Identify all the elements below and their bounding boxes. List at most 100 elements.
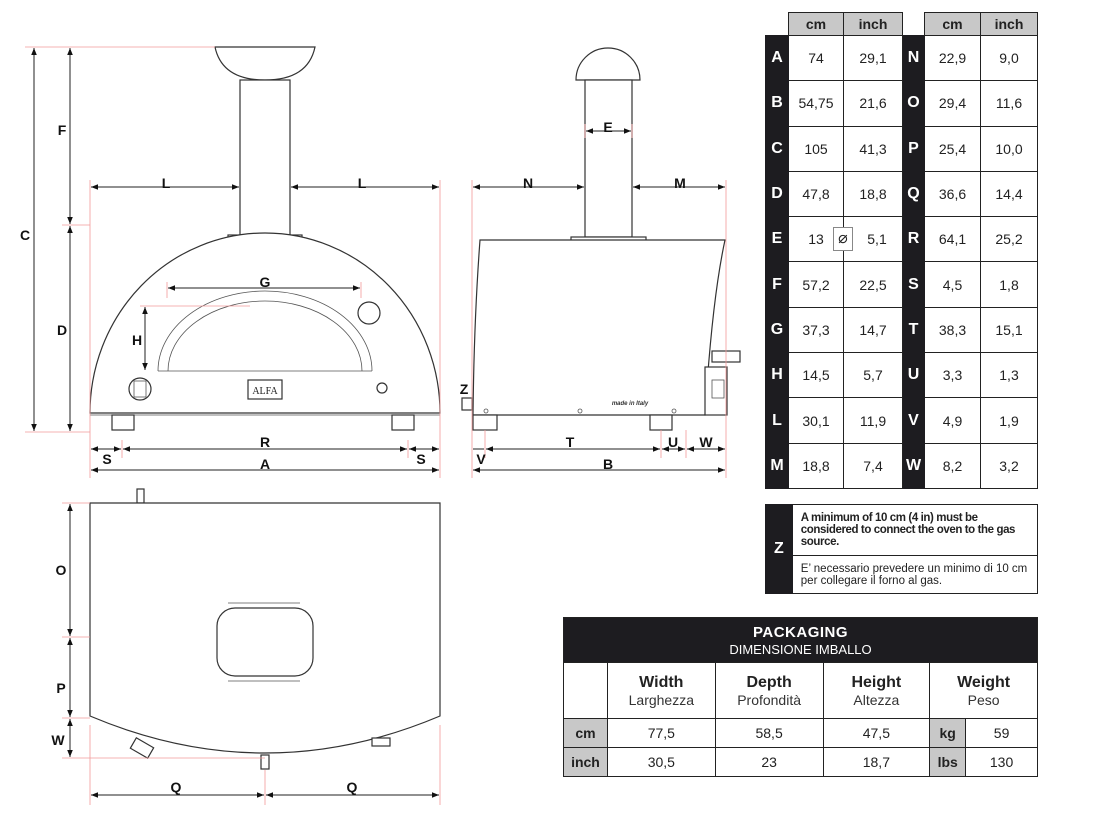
dimension-letter: L xyxy=(765,397,789,444)
dimension-letter: S xyxy=(902,261,925,308)
col-depth-it: Profondità xyxy=(737,691,802,708)
dim-label-d: D xyxy=(57,322,67,338)
dim-label-l: L xyxy=(358,175,367,191)
dimension-inch: 1,9 xyxy=(980,397,1038,444)
header-cm: cm xyxy=(924,12,981,36)
width-value: 77,5 xyxy=(606,718,716,748)
header-cm: cm xyxy=(788,12,844,36)
packaging-row-inch: inch 30,5 23 18,7 lbs 130 xyxy=(563,747,1038,777)
dimension-cm: 54,75 xyxy=(788,80,844,127)
diameter-icon: ⌀ xyxy=(833,227,853,252)
dim-label-u: U xyxy=(668,434,678,450)
dimension-letter: A xyxy=(765,34,789,82)
dimension-inch: 41,3 xyxy=(843,125,903,172)
dimension-cm: 30,1 xyxy=(788,397,844,444)
note-english: A minimum of 10 cm (4 in) must be consid… xyxy=(791,503,1039,557)
dimension-letter: H xyxy=(765,352,789,399)
dim-label-z: Z xyxy=(460,381,469,397)
height-value: 18,7 xyxy=(822,747,931,777)
dimension-cm: 22,9 xyxy=(924,34,981,82)
gas-connection-note: Z A minimum of 10 cm (4 in) must be cons… xyxy=(765,503,1039,594)
dim-label-a: A xyxy=(260,456,270,472)
dimension-inch: 22,5 xyxy=(843,261,903,308)
header-inch: inch xyxy=(980,12,1038,36)
dimension-letter: O xyxy=(902,80,925,127)
dimension-cm: 47,8 xyxy=(788,170,844,218)
dimension-cm: 29,4 xyxy=(924,80,981,127)
dimension-cm: 18,8 xyxy=(788,442,844,489)
dim-label-t: T xyxy=(566,434,575,450)
dim-label-p: P xyxy=(56,680,65,696)
dimension-letter: N xyxy=(902,34,925,82)
dim-label-g: G xyxy=(260,274,271,290)
made-in-italy-stamp: made in Italy xyxy=(612,401,649,407)
col-weight-it: Peso xyxy=(967,691,1000,708)
dimension-cm: 37,3 xyxy=(788,306,844,354)
dimension-letter: T xyxy=(902,306,925,354)
weight-unit: kg xyxy=(929,718,967,748)
side-view: made in Italy E N M Z V T U W B xyxy=(460,47,741,478)
depth-value: 23 xyxy=(714,747,824,777)
dimension-inch: 3,2 xyxy=(980,442,1038,489)
dimension-letter: E xyxy=(765,216,789,263)
packaging-row-cm: cm 77,5 58,5 47,5 kg 59 xyxy=(563,718,1038,748)
weight-unit: lbs xyxy=(929,747,967,777)
dimension-inch: 29,1 xyxy=(843,34,903,82)
dimension-cm: 57,2 xyxy=(788,261,844,308)
dimension-inch: 25,2 xyxy=(980,216,1038,263)
dimension-letter: D xyxy=(765,170,789,218)
dim-label-m: M xyxy=(674,175,686,191)
dim-label-q: Q xyxy=(347,779,358,795)
dimension-inch: 5,1 xyxy=(867,231,887,248)
dimension-letter: P xyxy=(902,125,925,172)
dimension-cm: 105 xyxy=(788,125,844,172)
dim-label-w: W xyxy=(51,732,65,748)
dimension-cm: 36,6 xyxy=(924,170,981,218)
dim-label-s: S xyxy=(416,451,425,467)
col-height: Height xyxy=(851,673,902,691)
weight-value: 130 xyxy=(965,747,1038,777)
unit-label: inch xyxy=(563,747,608,777)
dim-label-c: C xyxy=(20,227,30,243)
height-value: 47,5 xyxy=(822,718,931,748)
dimension-cm: 3,3 xyxy=(924,352,981,399)
dimension-letter: W xyxy=(902,442,925,489)
dim-label-q: Q xyxy=(171,779,182,795)
dim-label-h: H xyxy=(132,332,142,348)
dimension-inch-cell: ⌀ 5,1 xyxy=(833,216,903,263)
front-view: ALFA C F D L L G H R S S A xyxy=(20,46,441,478)
packaging-header: PACKAGING DIMENSIONE IMBALLO xyxy=(563,617,1038,663)
depth-value: 58,5 xyxy=(714,718,824,748)
dimension-letter: U xyxy=(902,352,925,399)
col-depth: Depth xyxy=(746,673,792,691)
dimension-inch: 9,0 xyxy=(980,34,1038,82)
dim-label-b: B xyxy=(603,456,613,472)
dim-label-w: W xyxy=(699,434,713,450)
col-height-it: Altezza xyxy=(853,691,900,708)
alfa-badge: ALFA xyxy=(252,386,278,397)
unit-label: cm xyxy=(563,718,608,748)
note-italian: E’ necessario prevedere un minimo di 10 … xyxy=(791,555,1039,594)
weight-value: 59 xyxy=(965,718,1038,748)
dimension-cm: 74 xyxy=(788,34,844,82)
dimension-inch: 11,9 xyxy=(843,397,903,444)
dim-label-v: V xyxy=(476,451,486,467)
dimension-letter: B xyxy=(765,80,789,127)
dimension-inch: 14,7 xyxy=(843,306,903,354)
col-weight: Weight xyxy=(957,673,1011,691)
packaging-subtitle: DIMENSIONE IMBALLO xyxy=(729,641,872,657)
dimension-inch: 15,1 xyxy=(980,306,1038,354)
top-view: O P W Q Q xyxy=(51,488,441,805)
dim-label-s: S xyxy=(102,451,111,467)
